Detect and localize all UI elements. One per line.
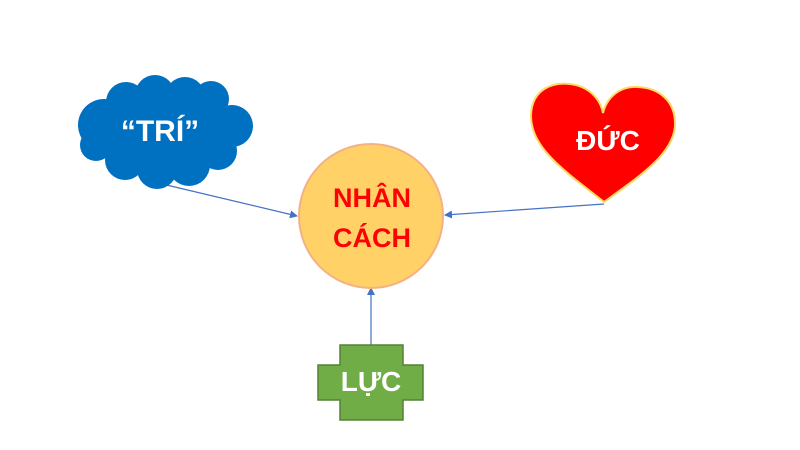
tri-cloud-shape bbox=[78, 75, 253, 189]
duc-heart-shape bbox=[529, 82, 677, 204]
edge-duc-to-center bbox=[444, 203, 605, 219]
luc-node-label: LỰC bbox=[340, 366, 402, 397]
center-node-circle bbox=[298, 143, 444, 289]
center-label-line2: CÁCH bbox=[333, 223, 411, 253]
duc-node-label: ĐỨC bbox=[576, 125, 640, 156]
edge-tri-to-center bbox=[157, 182, 298, 219]
center-node-label: NHÂN CÁCH bbox=[300, 178, 444, 258]
tri-node-label: “TRÍ” bbox=[120, 115, 200, 148]
luc-plus-shape bbox=[317, 344, 424, 421]
center-label-line1: NHÂN bbox=[333, 183, 411, 213]
